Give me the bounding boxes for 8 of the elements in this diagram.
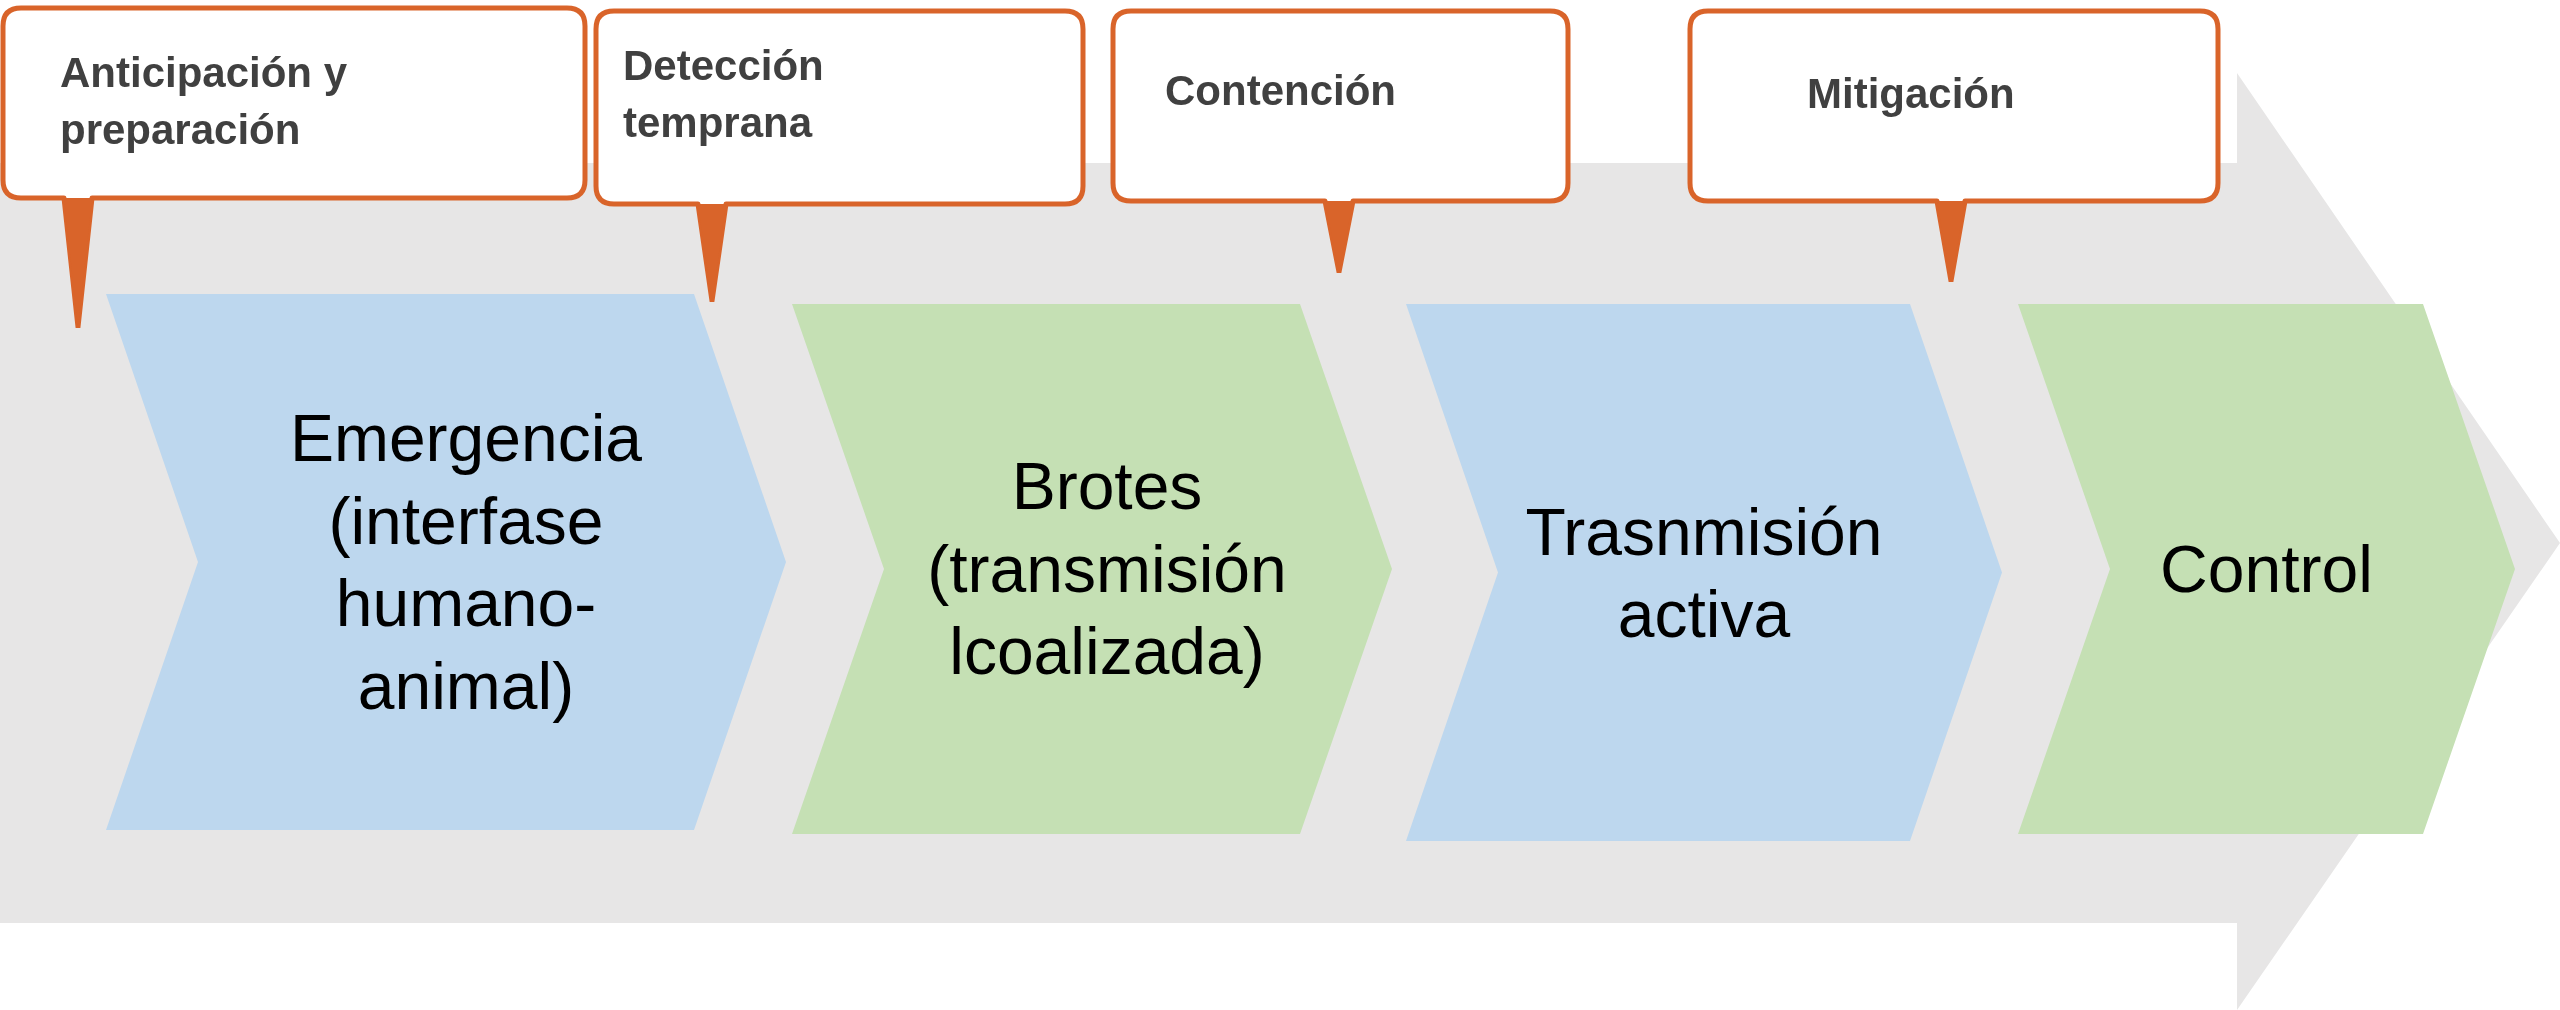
stage-label: Emergencia (interfase humano-animal) [288, 400, 644, 725]
callout-text: Detección temprana [623, 41, 825, 148]
callout-text: Anticipación y preparación [60, 48, 349, 155]
callout-text: Contención [1165, 66, 1396, 116]
stage-label: Trasnmisión activa [1524, 493, 1884, 653]
stage-label: Brotes (transmisión lcoalizada) [926, 448, 1288, 691]
callout-text: Mitigación [1807, 69, 2015, 119]
stage-label: Control [2159, 530, 2374, 608]
